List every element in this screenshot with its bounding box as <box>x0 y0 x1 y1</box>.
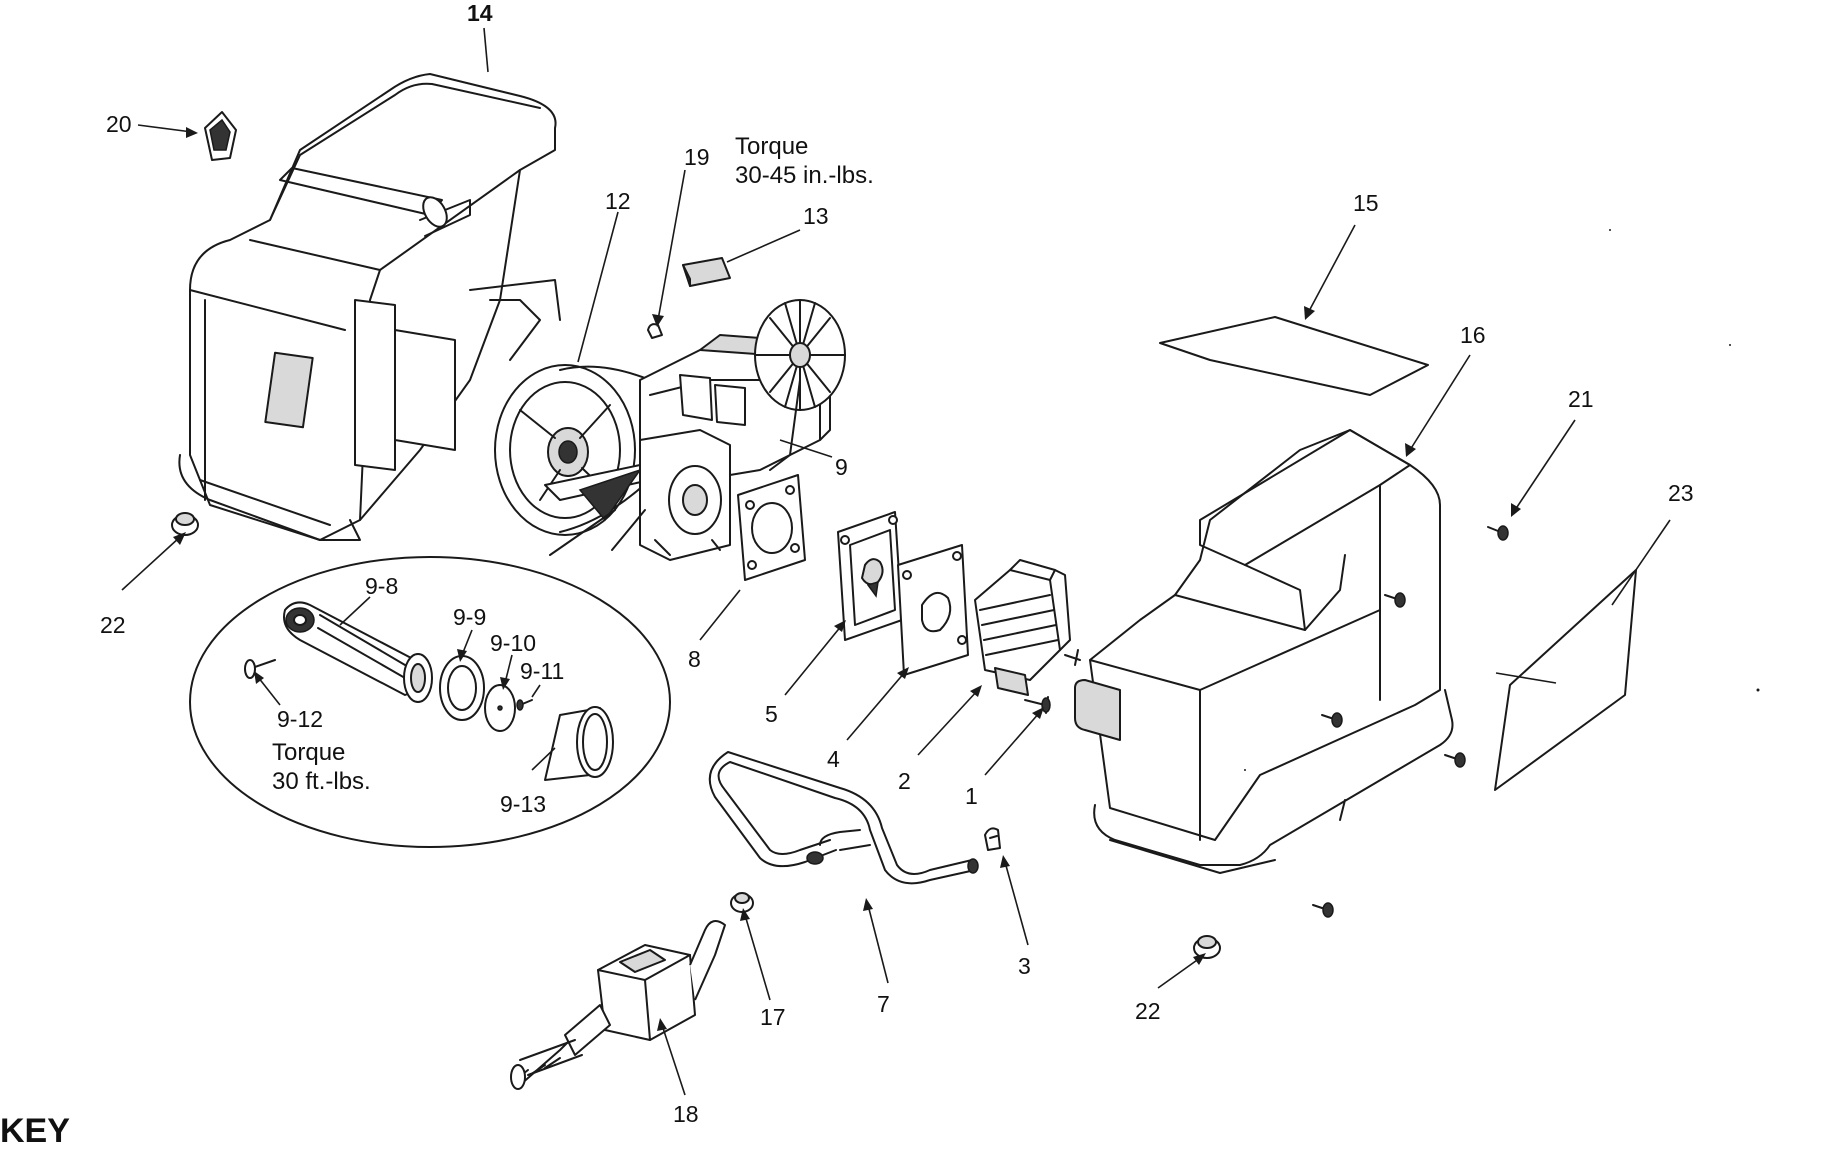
callout-22-right: 22 <box>1135 998 1161 1024</box>
part-8-gasket <box>737 474 806 581</box>
part-14-rear-shroud <box>178 73 561 541</box>
torque-note-upper-line2: 30-45 in.-lbs. <box>735 162 874 189</box>
part-12-pulley-belt <box>494 364 691 536</box>
part-13-pad <box>682 257 731 287</box>
callout-9: 9 <box>835 454 848 480</box>
part-2-cylinder-head <box>974 559 1081 696</box>
callout-5: 5 <box>765 701 778 727</box>
scan-specks <box>1244 229 1760 771</box>
part-7-discharge-tube <box>708 751 979 885</box>
torque-note-lower: Torque 30 ft.-lbs. <box>272 738 371 796</box>
callout-12: 12 <box>605 188 631 214</box>
callout-18: 18 <box>673 1101 699 1127</box>
part-3-clip <box>984 827 1001 851</box>
part-22-rubber-feet <box>171 512 1221 959</box>
callout-1: 1 <box>965 783 978 809</box>
callout-8: 8 <box>688 646 701 672</box>
part-19-clip <box>647 323 663 339</box>
callout-9-10: 9-10 <box>490 630 537 656</box>
part-18-manifold <box>510 920 726 1090</box>
callout-22-left: 22 <box>100 612 126 638</box>
part-9-11-screw <box>516 699 533 711</box>
part-15-decal <box>1159 316 1429 396</box>
callout-14: 14 <box>467 0 493 26</box>
part-16-front-shroud <box>1074 429 1454 874</box>
part-9-pump-motor <box>639 299 846 561</box>
part-23-side-decal <box>1494 569 1637 791</box>
part-9-10-disc <box>484 684 516 732</box>
detail-callout-bubble <box>189 509 671 848</box>
torque-note-upper-line1: Torque <box>735 133 809 160</box>
callout-9-12: 9-12 <box>277 706 324 732</box>
callout-13: 13 <box>803 203 829 229</box>
torque-note-upper: Torque 30-45 in.-lbs. <box>735 132 874 190</box>
callout-7: 7 <box>877 991 890 1017</box>
callout-16: 16 <box>1460 322 1486 348</box>
callout-19: 19 <box>684 144 710 170</box>
callout-9-9: 9-9 <box>453 604 487 630</box>
callout-9-11: 9-11 <box>520 658 565 684</box>
leader-lines <box>121 27 1671 1096</box>
callout-15: 15 <box>1353 190 1379 216</box>
part-9-13-sleeve <box>544 706 614 781</box>
callout-17: 17 <box>760 1004 786 1030</box>
callout-23: 23 <box>1668 480 1694 506</box>
callout-9-8: 9-8 <box>365 573 399 599</box>
part-17-fitting <box>730 892 754 913</box>
part-9-cooling-fan <box>754 299 846 411</box>
part-1-bolts <box>1024 696 1051 714</box>
callout-21: 21 <box>1568 386 1594 412</box>
part-9-12-bolt <box>244 659 276 679</box>
callout-4: 4 <box>827 746 840 772</box>
part-5-valve-plate <box>837 511 903 641</box>
callout-9-13: 9-13 <box>500 791 547 817</box>
torque-note-lower-line1: Torque <box>272 739 346 766</box>
part-20-switch <box>204 111 237 161</box>
part-4-gasket <box>897 544 969 676</box>
callout-2: 2 <box>898 768 911 794</box>
torque-note-lower-line2: 30 ft.-lbs. <box>272 768 371 795</box>
callout-3: 3 <box>1018 953 1031 979</box>
part-9-8-connecting-rod <box>283 601 433 703</box>
callout-20: 20 <box>106 111 132 137</box>
part-21-screws <box>1312 525 1509 918</box>
part-9-9-ring <box>439 655 485 721</box>
key-heading: KEY <box>0 1112 70 1150</box>
